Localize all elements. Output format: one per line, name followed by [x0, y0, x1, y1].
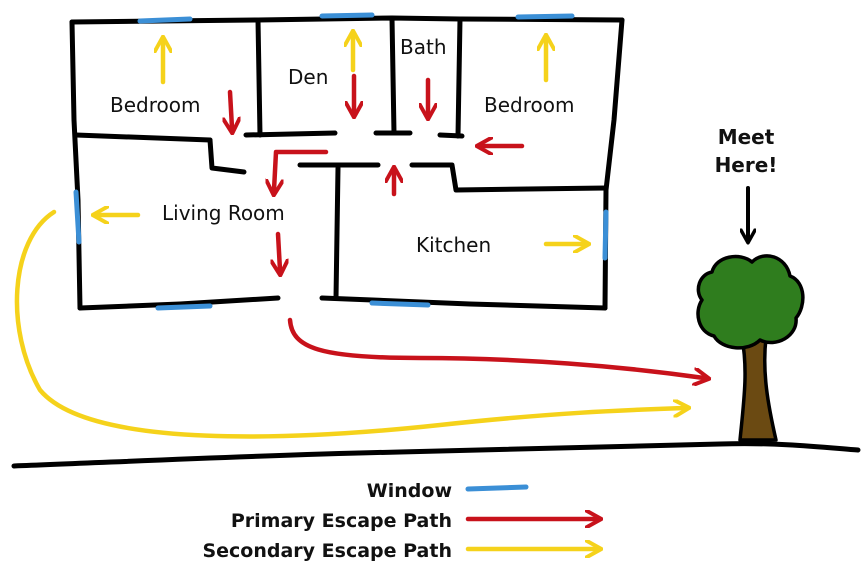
meet-here-line1: Meet — [718, 125, 775, 149]
tree-foliage — [696, 254, 805, 350]
window-den — [319, 12, 375, 19]
meeting-tree — [696, 254, 805, 442]
meet-here-line2: Here! — [715, 153, 778, 177]
legend: Window Primary Escape Path Secondary Esc… — [202, 480, 596, 562]
wall-bedroom-stub — [207, 137, 247, 175]
wall-bath-bedroom — [455, 16, 463, 139]
window-kitchen-bottom — [369, 300, 431, 308]
wall-bedroom-living — [73, 132, 213, 143]
room-label-bedroom-right: Bedroom — [484, 93, 574, 117]
floor-plan-walls — [69, 15, 625, 311]
left-outer-wall — [69, 19, 83, 311]
red-arrow-den-to-hall — [274, 149, 329, 190]
secondary-escape-arrows — [14, 36, 684, 439]
wall-den-bath — [389, 15, 397, 136]
tree-trunk — [738, 336, 778, 442]
window-kitchen-right — [602, 209, 609, 261]
legend-swatch-window — [465, 484, 529, 492]
bottom-wall-kitchen — [319, 295, 608, 311]
red-arrow-living-down — [278, 231, 280, 270]
wall-bath-bottom — [437, 132, 465, 139]
red-arrow-bedroom-left — [230, 89, 232, 128]
window-living-bottom — [155, 303, 213, 311]
room-label-kitchen: Kitchen — [416, 233, 491, 257]
ground-line — [11, 441, 861, 469]
windows — [73, 12, 609, 311]
wall-bedroom-den — [255, 17, 263, 138]
legend-label-primary: Primary Escape Path — [231, 510, 452, 532]
room-label-living-room: Living Room — [162, 201, 285, 225]
yellow-secondary-path-curve — [14, 209, 684, 439]
right-outer-wall — [602, 17, 625, 311]
room-label-bedroom-left: Bedroom — [110, 93, 200, 117]
primary-escape-arrows — [230, 73, 704, 378]
window-living-left — [73, 189, 82, 245]
legend-label-secondary: Secondary Escape Path — [202, 540, 452, 562]
room-labels: Bedroom Den Bath Bedroom Living Room Kit… — [110, 35, 574, 257]
room-label-den: Den — [288, 65, 328, 89]
room-label-bath: Bath — [400, 35, 447, 59]
wall-den-bottom — [243, 130, 338, 138]
bottom-wall-living — [77, 295, 281, 311]
wall-hall-right — [409, 162, 609, 193]
red-primary-path-curve — [287, 317, 704, 378]
window-bedroom-left — [137, 16, 193, 24]
wall-living-kitchen — [333, 165, 341, 301]
legend-label-window: Window — [367, 480, 452, 502]
window-bedroom-right — [515, 13, 575, 20]
